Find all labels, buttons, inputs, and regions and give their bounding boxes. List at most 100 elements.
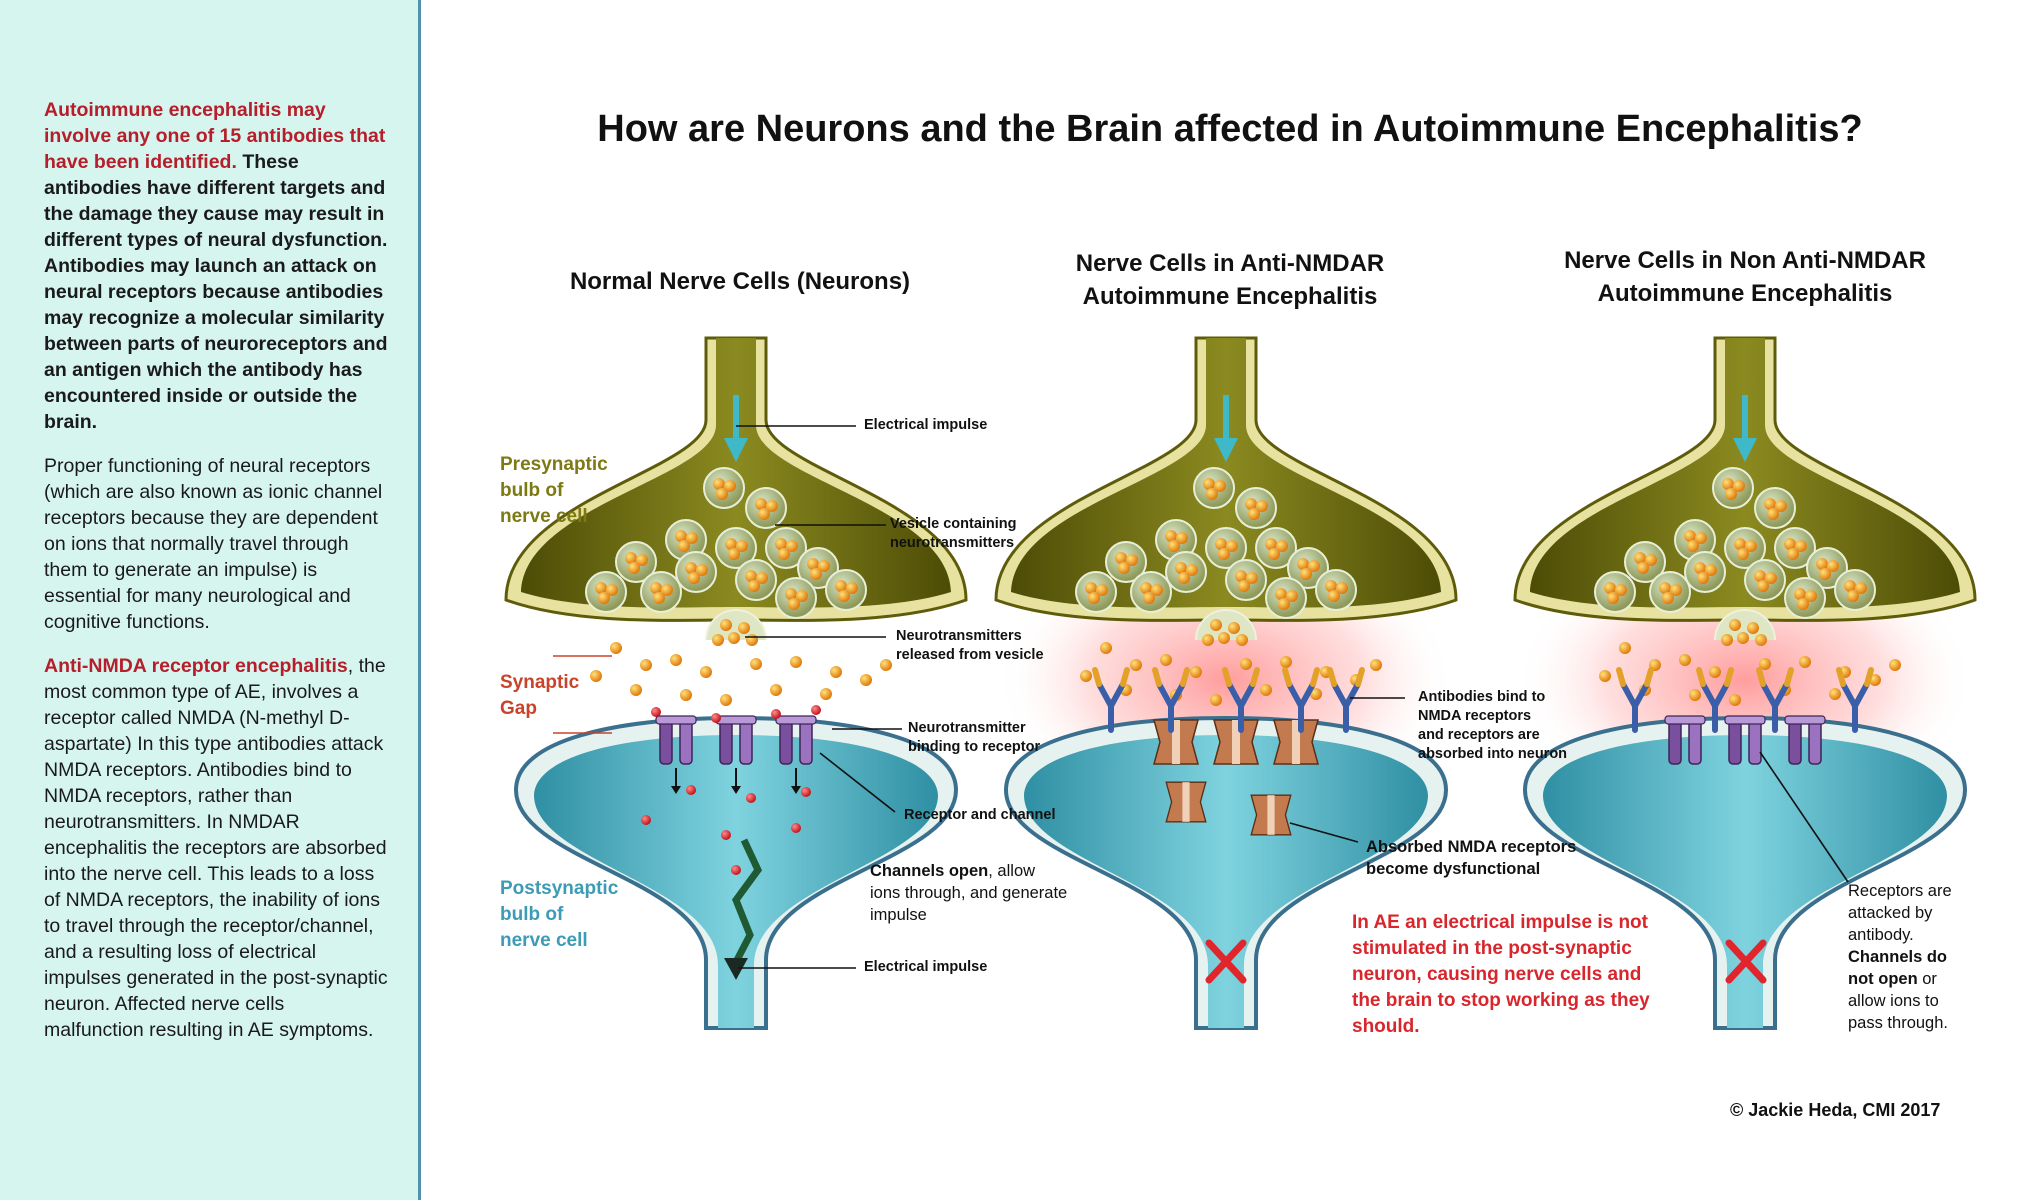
impulse-arrowhead-top-normal xyxy=(724,438,748,462)
callout-attacked-line3: antibody. xyxy=(1848,926,1914,944)
ion-8 xyxy=(721,830,731,840)
vesicle-non-1 xyxy=(1754,487,1796,529)
gap-nt-normal-0 xyxy=(610,642,622,654)
vesicle-anti-6 xyxy=(1165,551,1207,593)
vesicle-nt-anti-2 xyxy=(1218,632,1230,644)
gap-nt-normal-5 xyxy=(790,656,802,668)
postsynaptic-bulb-anti xyxy=(1024,735,1428,1028)
ion-4 xyxy=(686,785,696,795)
callout-binding-line2: binding to receptor xyxy=(908,739,1041,755)
label-presynaptic: Presynaptic bulb of nerve cell xyxy=(500,452,608,530)
callout-absorbed: Absorbed NMDA receptors become dysfuncti… xyxy=(1366,836,1576,880)
gap-nt-normal-3 xyxy=(700,666,712,678)
callout-channels-open-line2: ions through, and generate xyxy=(870,884,1068,902)
callout-released-line1: Neurotransmitters xyxy=(896,628,1022,644)
vesicle-normal-11 xyxy=(825,569,867,611)
callout-vesicle-line2: neurotransmitters xyxy=(890,535,1015,551)
neuron-pair-normal xyxy=(504,336,968,1030)
vesicle-non-10 xyxy=(1784,577,1826,619)
callout-antibodies-bind-line4: absorbed into neuron xyxy=(1418,746,1568,762)
ion-flow-arrowhead-2 xyxy=(791,786,801,794)
sidebar-para-1-highlight: Autoimmune encephalitis may involve any … xyxy=(44,99,386,173)
gap-nt-normal-9 xyxy=(680,689,692,701)
ae-warning-note: In AE an electrical impulse is not stimu… xyxy=(1352,910,1650,1040)
ion-1 xyxy=(711,713,721,723)
ion-0 xyxy=(651,707,661,717)
callout-allow-ions-line2: pass through. xyxy=(1848,1014,1948,1032)
callout-receptor-channel: Receptor and channel xyxy=(904,807,1056,823)
vesicle-non-12 xyxy=(1594,571,1636,613)
vesicle-anti-10 xyxy=(1265,577,1307,619)
ae-note-line2: stimulated in the post-synaptic xyxy=(1352,938,1632,959)
callout-electrical-impulse-bottom: Electrical impulse xyxy=(864,959,988,975)
callout-allow-ions-line1: allow ions to xyxy=(1848,992,1939,1010)
vesicle-nt-normal-0 xyxy=(720,619,732,631)
sidebar-para-3-highlight: Anti-NMDA receptor encephalitis xyxy=(44,655,348,677)
sidebar-para-3-body: , the most common type of AE, involves a… xyxy=(44,655,388,1041)
callout-released-line2: released from vesicle xyxy=(896,647,1044,663)
sidebar-para-2: Proper functioning of neural receptors (… xyxy=(44,455,383,633)
sidebar-para-1: Autoimmune encephalitis may involve any … xyxy=(44,97,389,435)
gap-nt-anti-0 xyxy=(1100,642,1112,654)
callout-released: Neurotransmitters released from vesicle xyxy=(896,627,1044,665)
callout-channels-open-line1: Channels open, allow xyxy=(870,860,1067,882)
absorbed-receptor-1 xyxy=(1165,781,1207,823)
callout-channels-open-rest: , allow xyxy=(988,862,1036,880)
gap-nt-normal-8 xyxy=(630,684,642,696)
gap-nt-normal-13 xyxy=(720,694,732,706)
vesicle-nt-normal-4 xyxy=(712,634,724,646)
callout-binding: Neurotransmitter binding to receptor xyxy=(908,719,1040,757)
vesicle-nt-normal-3 xyxy=(746,634,758,646)
release-vesicle-anti xyxy=(1195,609,1257,641)
absorbed-receptor-2 xyxy=(1250,794,1292,836)
ae-note-line5: should. xyxy=(1352,1016,1420,1037)
postsynaptic-impulse-bolt xyxy=(732,838,763,964)
callout-absorbed-line2: become dysfunctional xyxy=(1366,860,1541,878)
vesicle-non-11 xyxy=(1834,569,1876,611)
callout-electrical-impulse-top: Electrical impulse xyxy=(864,417,988,433)
callout-absorbed-line1: Absorbed NMDA receptors xyxy=(1366,838,1577,856)
neuron-pair-non xyxy=(1513,336,1977,1030)
callout-not-open: not open or xyxy=(1848,968,1952,990)
gap-nt-normal-1 xyxy=(640,659,652,671)
callout-vesicle: Vesicle containing neurotransmitters xyxy=(890,515,1017,553)
gap-nt-non-0 xyxy=(1619,642,1631,654)
vesicle-non-6 xyxy=(1684,551,1726,593)
column-title-anti-line1: Nerve Cells in Anti-NMDAR xyxy=(1075,250,1385,277)
gap-nt-non-3 xyxy=(1709,666,1721,678)
damaged-receptor-1 xyxy=(1213,719,1259,765)
damaged-receptor-2 xyxy=(1273,719,1319,765)
gap-nt-anti-5 xyxy=(1280,656,1292,668)
ae-note-line4: the brain to stop working as they xyxy=(1352,990,1650,1011)
leader-lines xyxy=(553,425,1849,969)
vesicle-anti-7 xyxy=(1225,559,1267,601)
vesicle-nt-non-4 xyxy=(1721,634,1733,646)
vesicle-anti-9 xyxy=(1130,571,1172,613)
label-synaptic-gap: Synaptic Gap xyxy=(500,670,579,722)
vesicle-non-7 xyxy=(1744,559,1786,601)
impulse-arrowhead-top-anti xyxy=(1214,438,1238,462)
info-sidebar: Autoimmune encephalitis may involve any … xyxy=(0,0,421,1200)
callout-attacked-line1: Receptors are xyxy=(1848,882,1952,900)
main-title: How are Neurons and the Brain affected i… xyxy=(597,108,1863,150)
column-title-non-line1: Nerve Cells in Non Anti-NMDAR xyxy=(1564,247,1926,274)
gap-nt-normal-4 xyxy=(750,658,762,670)
callout-binding-line1: Neurotransmitter xyxy=(908,720,1026,736)
callout-channels-open-line3: impulse xyxy=(870,906,927,924)
vesicle-anti-11 xyxy=(1315,569,1357,611)
label-presynaptic-line2: bulb of xyxy=(500,480,564,501)
gap-nt-normal-11 xyxy=(820,688,832,700)
gap-nt-non-11 xyxy=(1829,688,1841,700)
callout-vesicle-line1: Vesicle containing xyxy=(890,516,1017,532)
ion-10 xyxy=(731,865,741,875)
vesicle-normal-9 xyxy=(640,571,682,613)
callout-antibodies-bind-line1: Antibodies bind to xyxy=(1418,689,1546,705)
callout-antibodies-bind: Antibodies bind to NMDA receptors and re… xyxy=(1418,688,1567,764)
gap-nt-normal-14 xyxy=(880,659,892,671)
vesicle-non-9 xyxy=(1649,571,1691,613)
vesicle-nt-non-1 xyxy=(1747,622,1759,634)
ion-6 xyxy=(801,787,811,797)
vesicle-normal-1 xyxy=(745,487,787,529)
ae-note-line3: neuron, causing nerve cells and xyxy=(1352,964,1642,985)
ion-5 xyxy=(746,793,756,803)
